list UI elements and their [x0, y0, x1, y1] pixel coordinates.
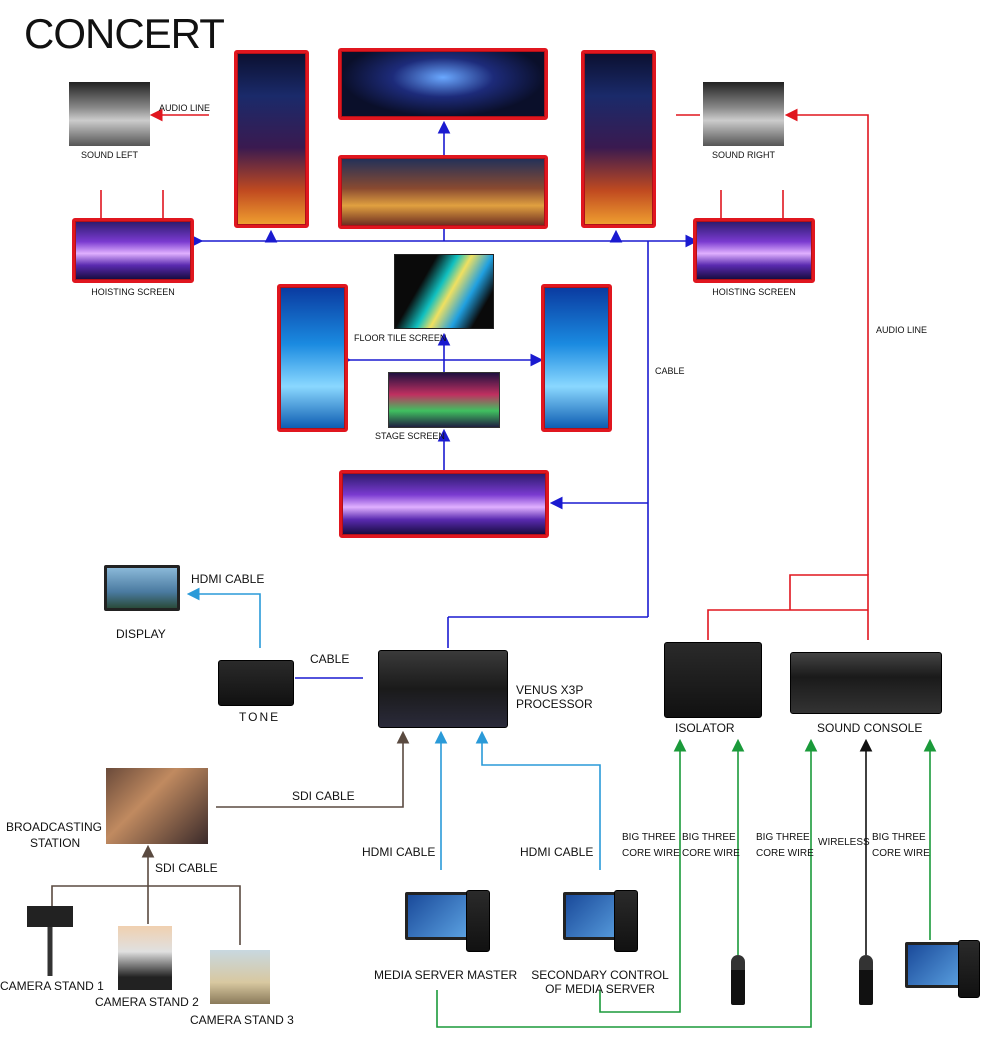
pc-tower-right	[958, 940, 980, 998]
main-stage-led-screen	[339, 470, 549, 538]
sound-console-image	[790, 652, 942, 714]
venus-x3p-processor-image	[378, 650, 508, 728]
led-screen-left-tall	[234, 50, 309, 228]
audio-lines	[100, 108, 869, 640]
wireless-label: WIRELESS	[818, 837, 870, 848]
cable-right-label: CABLE	[655, 366, 685, 376]
sdi-cable-bottom-label: SDI CABLE	[155, 861, 218, 875]
secondary-label-line2: OF MEDIA SERVER	[545, 982, 655, 996]
stage-screen-image	[388, 372, 500, 428]
hoisting-screen-left	[72, 218, 194, 283]
big-three-1-line1: BIG THREE	[622, 832, 676, 843]
hoisting-screen-right-label: HOISTING SCREEN	[712, 287, 796, 297]
media-server-master-label: MEDIA SERVER MASTER	[374, 968, 518, 982]
page-title: CONCERT	[24, 10, 225, 57]
broadcasting-label-line2: STATION	[30, 836, 81, 850]
sound-right-image	[703, 82, 784, 146]
processor-label-line1: VENUS X3P	[516, 683, 584, 697]
floor-tile-screen-image	[394, 254, 494, 329]
stage-screen-label: STAGE SCREEN	[375, 431, 445, 441]
sound-left-image	[69, 82, 150, 146]
camera-stand-3-label: CAMERA STAND 3	[190, 1013, 294, 1027]
camera-stand-1-label: CAMERA STAND 1	[0, 979, 104, 993]
hdmi-cable-display-label: HDMI CABLE	[191, 572, 265, 586]
display-label: DISPLAY	[116, 627, 166, 641]
sound-left-label: SOUND LEFT	[80, 150, 138, 160]
camera-stand-2-label: CAMERA STAND 2	[95, 995, 199, 1009]
big-three-3-line1: BIG THREE	[756, 832, 810, 843]
side-screen-left	[277, 284, 348, 432]
hoisting-screen-left-label: HOISTING SCREEN	[91, 287, 175, 297]
broadcasting-station-image	[106, 768, 208, 844]
big-three-1-line2: CORE WIRE	[622, 848, 680, 859]
sound-right-label: SOUND RIGHT	[712, 150, 775, 160]
media-server-master-tower	[466, 890, 490, 952]
tone-console-image	[218, 660, 294, 706]
big-three-2-line1: BIG THREE	[682, 832, 736, 843]
microphone-2-icon	[859, 955, 873, 1005]
broadcasting-label-line1: BROADCASTING	[6, 820, 103, 834]
led-screen-top-center	[338, 48, 548, 120]
camera-stand-3-image	[210, 950, 270, 1004]
camera-stand-1-image	[27, 906, 73, 976]
big-three-4-line2: CORE WIRE	[872, 848, 930, 859]
secondary-server-tower	[614, 890, 638, 952]
hoisting-screen-right	[693, 218, 815, 283]
sdi-lines	[51, 730, 410, 945]
core-wire-lines	[436, 738, 937, 1028]
led-screen-right-tall	[581, 50, 656, 228]
hdmi-lines	[186, 587, 601, 870]
big-three-4-line1: BIG THREE	[872, 832, 926, 843]
tone-label: TONE	[239, 710, 281, 724]
camera-stand-2-image	[118, 926, 172, 990]
side-screen-right	[541, 284, 612, 432]
big-three-2-line2: CORE WIRE	[682, 848, 740, 859]
led-screen-middle-center	[338, 155, 548, 229]
floor-tile-screen-label: FLOOR TILE SCREEN	[354, 333, 447, 343]
isolator-image	[664, 642, 762, 718]
display-image	[104, 565, 180, 611]
processor-label-line2: PROCESSOR	[516, 697, 593, 711]
isolator-label: ISOLATOR	[675, 721, 735, 735]
sound-console-label: SOUND CONSOLE	[817, 721, 923, 735]
hdmi-cable-secondary-label: HDMI CABLE	[520, 845, 594, 859]
big-three-3-line2: CORE WIRE	[756, 848, 814, 859]
sdi-cable-top-label: SDI CABLE	[292, 789, 355, 803]
hdmi-cable-master-label: HDMI CABLE	[362, 845, 436, 859]
cable-tone-label: CABLE	[310, 652, 350, 666]
video-bus-lines	[190, 120, 699, 679]
pc-monitor-right	[905, 942, 965, 988]
media-server-master-monitor	[405, 892, 469, 940]
secondary-label-line1: SECONDARY CONTROL	[531, 968, 669, 982]
microphone-1-icon	[731, 955, 745, 1005]
audio-line-right-label: AUDIO LINE	[876, 325, 928, 335]
audio-line-left-label: AUDIO LINE	[159, 103, 211, 113]
